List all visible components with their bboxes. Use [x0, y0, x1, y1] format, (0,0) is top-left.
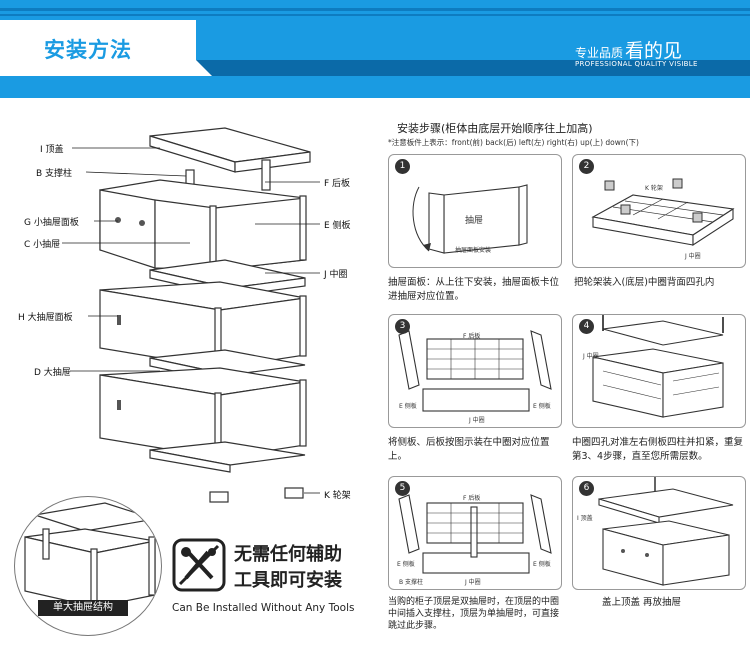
label-small-drawer: C 小抽屉 [24, 240, 61, 250]
step-5-back-label: F 后板 [463, 495, 481, 502]
step-4-ring-label: J 中圈 [583, 353, 599, 360]
step-1-drawer-label: 抽屉 [465, 216, 484, 226]
top-lid-side [234, 151, 311, 173]
zoom-caption: 单大抽屉结构 [38, 600, 128, 616]
step-3-box: 3 F 后板 E 侧板 E 侧板 J 中圈 [388, 314, 562, 428]
label-middle-ring: J 中圈 [324, 270, 348, 280]
quality-slogan-en: PROFESSIONAL QUALITY VISIBLE [575, 60, 698, 68]
step-1-box: 1 抽屉 抽屉面板安装 [388, 154, 562, 268]
single-drawer-zoom-drawing [24, 502, 156, 610]
quality-slogan-big: 看的见 [625, 40, 683, 62]
instructions-title: 安装步骤(柜体由底层开始顺序往上加高) [397, 122, 593, 135]
step-6-drawing [598, 477, 734, 586]
step-5-box: 5 F 后板 E 侧板 E 侧板 B 支撑柱 J 中圈 [388, 476, 562, 590]
step-1-drawing [412, 184, 528, 254]
step-4-drawing [592, 315, 724, 418]
step-3-side-left-label: E 侧板 [399, 403, 417, 410]
step-number: 4 [579, 319, 594, 334]
no-tools-text-line2: 工具即可安装 [234, 570, 342, 591]
page-title: 安装方法 [44, 38, 132, 62]
banner-gap [0, 98, 750, 110]
label-small-drawer-panel: G 小抽屉面板 [24, 218, 79, 228]
instructions-note: *注意板件上表示：front(前) back(后) left(左) right(… [388, 138, 639, 147]
step-3-ring-label: J 中圈 [469, 417, 485, 424]
step-2-caster-label: K 轮架 [645, 185, 663, 192]
step-number: 3 [395, 319, 410, 334]
banner-dark-band [196, 60, 750, 76]
side-panel-e [214, 197, 306, 271]
step-5-side-right-label: E 侧板 [533, 561, 551, 568]
step-number: 5 [395, 481, 410, 496]
title-notch [196, 60, 212, 76]
step-number: 1 [395, 159, 410, 174]
side-post [299, 379, 307, 447]
label-side-panel: E 侧板 [324, 221, 351, 231]
step-number: 2 [579, 159, 594, 174]
label-large-drawer-panel: H 大抽屉面板 [18, 313, 73, 323]
step-2-ring-label: J 中圈 [685, 253, 701, 260]
step-6-description: 盖上顶盖 再放抽屉 [602, 597, 682, 608]
step-5-side-left-label: E 侧板 [397, 561, 415, 568]
banner-stripe [0, 14, 750, 16]
step-3-back-label: F 后板 [463, 333, 481, 340]
small-drawer-left [99, 189, 156, 269]
step-number: 6 [579, 481, 594, 496]
label-top-lid: I 顶盖 [40, 145, 64, 155]
banner-stripe [0, 8, 750, 11]
label-back-panel: F 后板 [324, 179, 351, 189]
label-support-post: B 支撑柱 [36, 169, 73, 179]
side-post [209, 205, 217, 271]
step-5-drawing [398, 494, 552, 574]
support-post [261, 159, 271, 191]
step-5-ring-label: J 中圈 [465, 579, 481, 586]
side-post [299, 195, 307, 261]
small-drawer-right [154, 199, 216, 271]
label-large-drawer: D 大抽屉 [34, 368, 71, 378]
step-1-panel-label: 抽屉面板安装 [455, 247, 492, 254]
quality-slogan: 专业品质看的见 [575, 36, 682, 63]
step-3-side-right-label: E 侧板 [533, 403, 551, 410]
step-4-description: 中圈四孔对准左右侧板四柱并扣紧，重复第3、4步骤，直至您所需层数。 [572, 437, 744, 462]
cabinet-exploded-diagram [62, 127, 320, 503]
step-3-drawing [398, 330, 552, 412]
no-tools-text-en: Can Be Installed Without Any Tools [172, 602, 355, 614]
step-1-description: 抽屉面板：从上往下安装，抽屉面板卡位进抽屉对应位置。 [388, 277, 560, 302]
label-caster: K 轮架 [324, 491, 351, 501]
caster [284, 487, 304, 499]
quality-slogan-small: 专业品质 [575, 46, 624, 60]
step-2-description: 把轮架装入(底层)中圈背面四孔内 [574, 277, 715, 288]
step-6-lid-label: I 顶盖 [577, 515, 593, 522]
step-2-drawing [591, 178, 735, 247]
step-2-box: 2 K 轮架 J 中圈 [572, 154, 746, 268]
caster [209, 491, 229, 503]
step-4-box: 4 J 中圈 [572, 314, 746, 428]
no-tools-icon [172, 538, 226, 592]
title-box [0, 20, 196, 76]
side-post [299, 295, 307, 357]
no-tools-text-line1: 无需任何辅助 [234, 544, 342, 565]
step-3-description: 将侧板、后板按图示装在中圈对应位置上。 [388, 437, 550, 462]
step-5-description: 当购的柜子顶层是双抽屉时，在顶层的中圈中间插入支撑柱，顶层为单抽屉时，可直接跳过… [388, 597, 560, 631]
step-6-box: 6 I 顶盖 [572, 476, 746, 590]
step-5-post-label: B 支撑柱 [399, 579, 424, 586]
